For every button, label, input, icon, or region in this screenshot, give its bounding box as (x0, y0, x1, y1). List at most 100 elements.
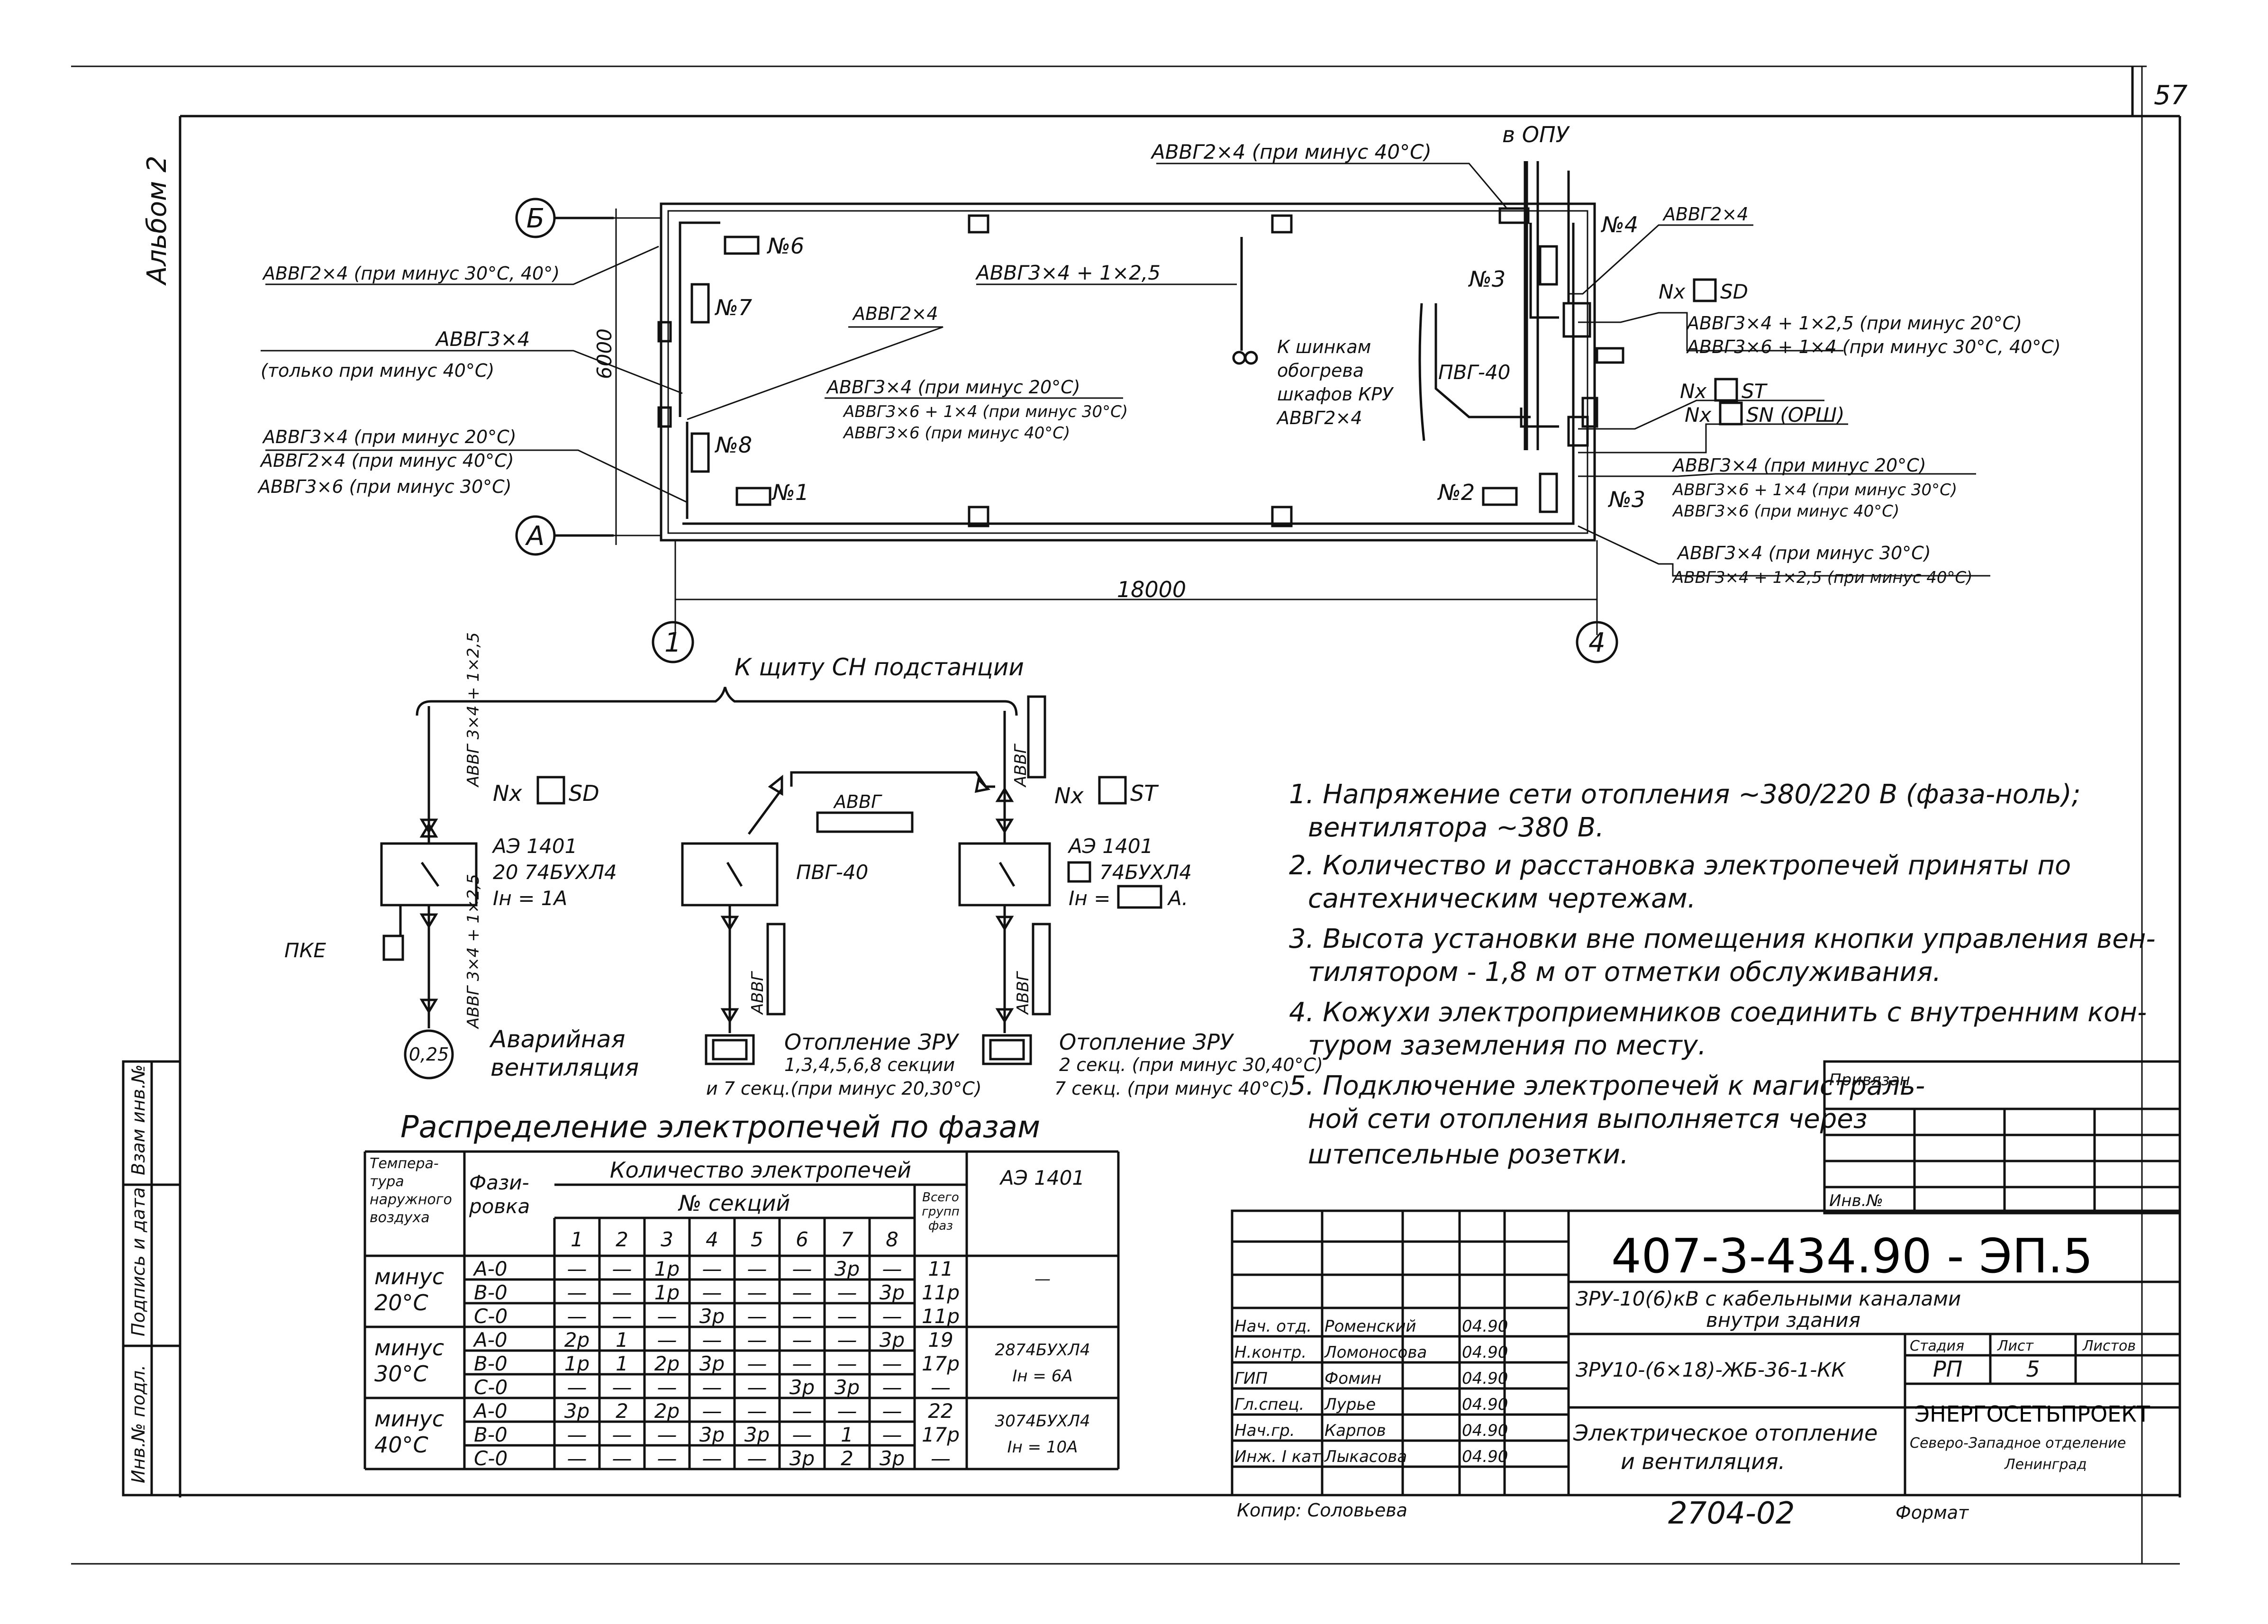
heat-right-1: Отопление ЗРУ (1059, 1029, 1234, 1055)
head-total: групп (922, 1205, 960, 1219)
scheme-ae2-in: Iн = (1069, 887, 1110, 910)
section-cell: 1р (564, 1352, 590, 1375)
section-cell: — (612, 1376, 632, 1399)
group-ae: Iн = 6А (1012, 1367, 1072, 1386)
section-cell: 1 (616, 1328, 628, 1352)
privyazan-label: Привязан (1829, 1071, 1910, 1089)
head-temp: воздуха (370, 1209, 430, 1226)
cable-left-low-3: АВВГ3×6 (при минус 30°С) (257, 476, 512, 497)
section-cell: — (747, 1328, 767, 1352)
cabinet-label-2: обогрева (1277, 360, 1364, 381)
phase-cell: С-0 (474, 1447, 508, 1470)
cable-left-mid-2: (только при минус 40°С) (261, 360, 494, 381)
head-temp: тура (370, 1173, 404, 1190)
section-number: 4 (706, 1228, 718, 1251)
axis-a: А (525, 521, 544, 552)
section-cell: — (747, 1281, 767, 1304)
phase-cell: С-0 (474, 1305, 508, 1328)
staff-date: 04.90 (1462, 1369, 1508, 1388)
staff-name: Лурье (1324, 1395, 1376, 1414)
staff-name: Роменский (1325, 1317, 1416, 1336)
scheme-ae1-b: 20 74БУХЛ4 (493, 861, 617, 884)
scheme-nx-sd-box (536, 776, 565, 805)
scheme-nx-st-tag: ST (1130, 780, 1159, 806)
staff-role: Н.контр. (1234, 1343, 1306, 1362)
section-cell: — (837, 1281, 857, 1304)
scheme-ae1-in: Iн = 1А (493, 887, 567, 910)
staff-date: 04.90 (1462, 1343, 1508, 1362)
sheet-label: Лист (1997, 1338, 2034, 1354)
section-cell: 3р (835, 1257, 860, 1280)
sheet-frame (71, 65, 2181, 1565)
inv-label: Инв.№ (1829, 1191, 1883, 1210)
section-cell: — (837, 1399, 857, 1423)
cabinet-label-1: К шинкам (1277, 336, 1371, 357)
dimension-lines (614, 209, 1598, 635)
section-number: 1 (571, 1228, 583, 1251)
cable-inner-main: АВВГ3×4 + 1×2,5 (975, 261, 1161, 284)
plan-leaders (261, 163, 1990, 577)
note-line-1: 1. Напряжение сети отопления ~380/220 В … (1289, 779, 2081, 810)
heater-n1: №1 (771, 480, 809, 505)
nx-sn-plan: Nx (1685, 403, 1712, 426)
section-cell: — (702, 1376, 722, 1399)
object-line-2: внутри здания (1706, 1308, 1860, 1332)
head-phase: Фази- (469, 1171, 529, 1194)
note-line-2: вентилятора ~380 В. (1308, 812, 1604, 843)
phase-cell: А-0 (472, 1399, 508, 1423)
scheme-nx-sd: Nx (493, 780, 522, 806)
group-temp: минус (374, 1264, 444, 1289)
heat-right-2: 2 секц. (при минус 30,40°С) (1059, 1054, 1323, 1075)
copied-by: Копир: Соловьева (1237, 1500, 1407, 1521)
cable-left-low-1: АВВГ3×4 (при минус 20°С) (262, 426, 517, 447)
nx-sn-box (1719, 401, 1743, 426)
heater-n4: №4 (1600, 212, 1638, 237)
fan-label-2: вентиляция (490, 1054, 639, 1081)
section-cell: 2 (841, 1447, 853, 1470)
axis-b: Б (526, 203, 544, 234)
axis-markers (515, 198, 1618, 663)
cable-r1: АВВГ3×4 + 1×2,5 (при минус 20°С) (1686, 313, 2022, 334)
section-cell: — (612, 1257, 632, 1280)
side-stamp-signature: Подпись и дата (128, 1187, 149, 1336)
section-cell: 1р (654, 1257, 680, 1280)
heater-n7: №7 (714, 295, 752, 320)
cable-right-2x4: АВВГ2×4 (1662, 204, 1749, 225)
section-cell: — (792, 1257, 812, 1280)
section-cell: — (567, 1257, 587, 1280)
section-cell: 3р (744, 1423, 770, 1446)
note-line-4: сантехническим чертежам. (1308, 883, 1696, 914)
cable-left-top: АВВГ2×4 (при минус 30°С, 40°) (262, 263, 560, 284)
cable-r2: АВВГ3×6 + 1×4 (при минус 30°С, 40°С) (1686, 336, 2061, 357)
stage-value: РП (1933, 1356, 1962, 1382)
head-total: Всего (922, 1190, 959, 1205)
section-cell: — (792, 1281, 812, 1304)
sheets-label: Листов (2082, 1338, 2136, 1354)
scheme-lines (380, 687, 1162, 1080)
section-cell: — (792, 1423, 812, 1446)
total-cell: 11 (928, 1257, 953, 1280)
scheme-right-low-cable: АВВГ (1014, 971, 1033, 1015)
section-number: 7 (841, 1228, 853, 1251)
staff-name: Карпов (1325, 1421, 1386, 1440)
section-cell: 3р (789, 1447, 815, 1470)
section-cell: — (882, 1399, 902, 1423)
section-cell: — (792, 1305, 812, 1328)
general-notes: 1. Напряжение сети отопления ~380/220 В … (1289, 779, 2156, 1170)
staff-role: Нач.гр. (1234, 1421, 1295, 1440)
heater-n3-bottom: №3 (1607, 487, 1645, 512)
group-ae: — (1034, 1270, 1051, 1288)
section-cell: 1 (616, 1352, 628, 1375)
phase-table-title: Распределение электропечей по фазам (400, 1110, 1040, 1145)
org-branch: Северо-Западное отделение (1910, 1435, 2126, 1452)
scheme-ae2-b: 74БУХЛ4 (1099, 861, 1192, 884)
head-temp: Темпера- (370, 1155, 439, 1172)
scheme-left-cable: АВВГ 3×4 + 1×2,5 (464, 632, 483, 788)
head-phase: ровка (469, 1195, 530, 1218)
cable-r4: АВВГ3×6 + 1×4 (при минус 30°С) (1672, 481, 1957, 499)
cable-r7: АВВГ3×4 + 1×2,5 (при минус 40°С) (1672, 568, 1973, 587)
group-temp: минус (374, 1335, 444, 1361)
staff-role: Гл.спец. (1234, 1395, 1304, 1414)
